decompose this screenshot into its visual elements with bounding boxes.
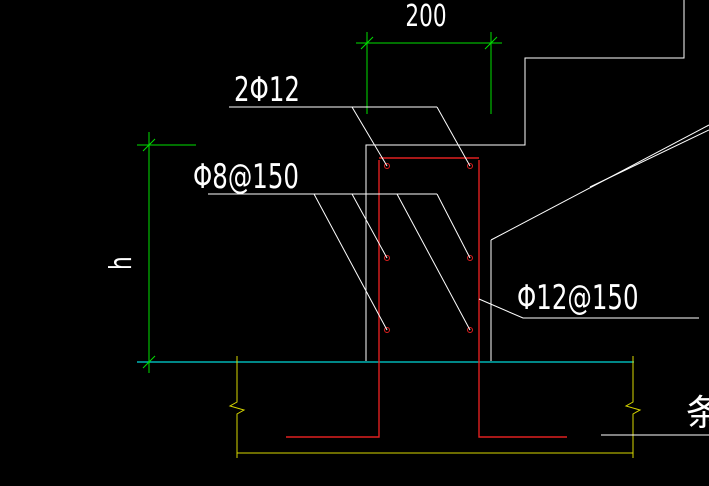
right-break-line (624, 356, 642, 458)
leader-wall-rebar (478, 298, 699, 319)
rebar-dot-bottom-left (384, 327, 390, 333)
upper-step-outline (365, 0, 685, 361)
rebar-dot-top-right (467, 163, 473, 169)
leader-stirrup-4 (436, 193, 471, 259)
left-break-line (228, 356, 246, 458)
rebar-dot-mid-left (384, 255, 390, 261)
rebar-dot-bottom-right (467, 327, 473, 333)
height-dim-label: h (105, 256, 139, 270)
break-lines (228, 356, 642, 458)
sloped-slab-face-upper (589, 129, 709, 188)
stirrup-label: Φ8@150 (193, 157, 299, 196)
leader-stirrup-3 (396, 193, 471, 331)
text-labels: 200 2Φ12 Φ8@150 Φ12@150 h 条 (105, 0, 709, 434)
rebar (286, 157, 567, 438)
right-cut-text: 条 (686, 393, 709, 434)
left-wall-bar (286, 160, 380, 438)
top-dim-tick-right (484, 36, 498, 50)
leader-lines (208, 106, 709, 436)
leader-stirrup-1 (313, 193, 388, 331)
top-dimension-label: 200 (405, 0, 446, 34)
wall-rebar-label: Φ12@150 (517, 278, 639, 317)
top-dim-tick-left (360, 36, 374, 50)
rebar-dot-top-left (384, 163, 390, 169)
top-rebar-label: 2Φ12 (234, 70, 300, 109)
leader-2phi12-left (351, 106, 388, 167)
right-wall-bar (478, 160, 567, 438)
h-dim-tick-bottom (142, 355, 156, 369)
rebar-dot-mid-right (467, 255, 473, 261)
leader-2phi12-right (436, 106, 471, 167)
h-dim-tick-top (142, 138, 156, 152)
leader-stirrup-2 (351, 193, 388, 259)
dimensions (137, 32, 502, 373)
structure-outline (365, 0, 709, 361)
